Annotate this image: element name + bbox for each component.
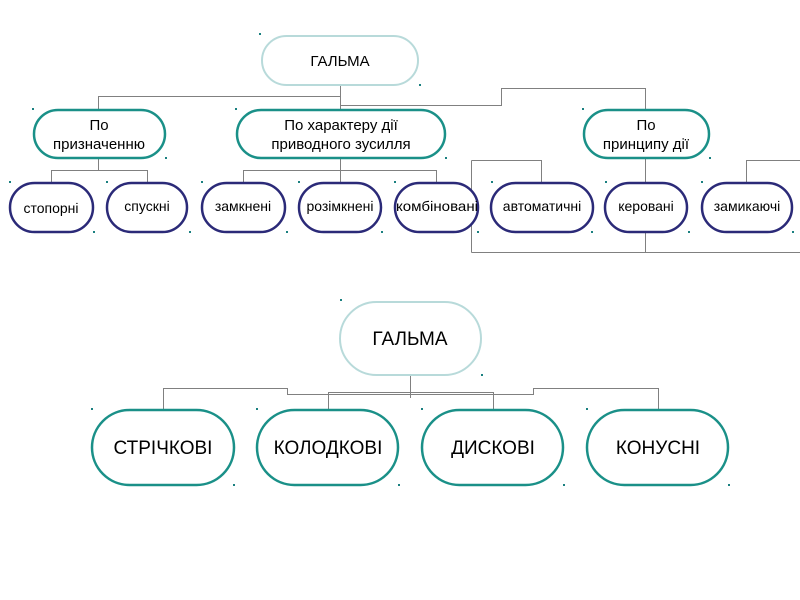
leaf-node[interactable]: керовані [603, 181, 689, 234]
leaf-label: спускні [124, 198, 169, 214]
leaf-node[interactable]: автоматичні [489, 181, 595, 234]
connector-root-to-purpose [98, 96, 341, 110]
handle-dot [286, 231, 288, 233]
leaf-shape [8, 181, 95, 234]
leaf-label: стопорні [23, 200, 78, 216]
leaf-shape [489, 181, 595, 234]
leaf-node[interactable]: комбіновані [393, 181, 480, 234]
connector-bottom-middle [328, 392, 494, 410]
handle-dot [165, 157, 167, 159]
handle-dot [728, 484, 730, 486]
leaf-label: керовані [618, 198, 674, 214]
connector-bottom-left [163, 388, 411, 410]
leaf-node[interactable]: розімкнені [297, 181, 383, 234]
type-node[interactable]: КОНУСНІ [585, 408, 730, 487]
leaf-shape [297, 181, 383, 234]
category-label-line2: принципу дії [603, 136, 690, 153]
handle-dot [582, 108, 584, 110]
handle-dot [688, 231, 690, 233]
category-label-line1: По [89, 117, 108, 134]
handle-dot [491, 181, 493, 183]
category-node-principle[interactable]: По принципу дії [582, 108, 711, 160]
bottom-root-label: ГАЛЬМА [372, 329, 447, 350]
category-node-purpose[interactable]: По призначенню [32, 108, 167, 160]
leaf-label: замикаючі [714, 198, 780, 214]
type-shape [420, 408, 565, 487]
type-shape [255, 408, 400, 487]
leaf-node[interactable]: замикаючі [700, 181, 794, 234]
category-shape [582, 108, 711, 160]
leaf-label: замкнені [215, 198, 271, 214]
handle-dot [235, 108, 237, 110]
connector-bottom-right [410, 388, 659, 410]
leaf-shape [105, 181, 189, 234]
top-root-label: ГАЛЬМА [310, 53, 369, 70]
handle-dot [9, 181, 11, 183]
type-label: ДИСКОВІ [451, 438, 535, 459]
handle-dot [201, 181, 203, 183]
type-label: СТРІЧКОВІ [114, 438, 213, 459]
handle-dot [421, 408, 423, 410]
leaf-label: розімкнені [306, 198, 373, 214]
top-root-node[interactable]: ГАЛЬМА [261, 35, 419, 86]
handle-dot [189, 231, 191, 233]
top-root-shape [261, 35, 419, 86]
type-shape [90, 408, 236, 487]
leaf-label: комбіновані [396, 198, 478, 214]
category-shape [235, 108, 447, 160]
connector-purpose-children [51, 158, 148, 182]
type-shape [585, 408, 730, 487]
handle-dot [93, 231, 95, 233]
bottom-connectors [163, 375, 659, 410]
leaf-node[interactable]: спускні [105, 181, 189, 234]
leaf-node[interactable]: стопорні [8, 181, 95, 234]
leaf-shape [393, 181, 480, 234]
leaf-shape [603, 181, 689, 234]
bottom-root-node[interactable]: ГАЛЬМА [339, 301, 482, 376]
handle-dot [259, 33, 261, 35]
connector-character-children [243, 158, 437, 182]
leaf-node[interactable]: замкнені [200, 181, 287, 234]
selection-handles [9, 33, 794, 486]
category-shape [32, 108, 167, 160]
handle-dot [481, 374, 483, 376]
handle-dot [381, 231, 383, 233]
handle-dot [419, 84, 421, 86]
handle-dot [233, 484, 235, 486]
leaf-shape [700, 181, 794, 234]
type-node[interactable]: СТРІЧКОВІ [90, 408, 236, 487]
category-label-line1: По [636, 117, 655, 134]
handle-dot [477, 231, 479, 233]
handle-dot [298, 181, 300, 183]
type-label: КОНУСНІ [616, 438, 700, 459]
type-label: КОЛОДКОВІ [274, 438, 383, 459]
category-label-line1: По характеру дії [284, 117, 398, 134]
handle-dot [394, 181, 396, 183]
bottom-root-shape [339, 301, 482, 376]
handle-dot [563, 484, 565, 486]
category-label-line2: приводного зусилля [271, 136, 410, 153]
type-node[interactable]: ДИСКОВІ [420, 408, 565, 487]
connector-root-to-principle [340, 88, 646, 110]
handle-dot [398, 484, 400, 486]
handle-dot [792, 231, 794, 233]
handle-dot [701, 181, 703, 183]
handle-dot [586, 408, 588, 410]
handle-dot [605, 181, 607, 183]
handle-dot [709, 157, 711, 159]
handle-dot [32, 108, 34, 110]
category-node-character[interactable]: По характеру дії приводного зусилля [235, 108, 447, 160]
handle-dot [591, 231, 593, 233]
handle-dot [91, 408, 93, 410]
type-node[interactable]: КОЛОДКОВІ [255, 408, 400, 487]
handle-dot [340, 299, 342, 301]
handle-dot [445, 157, 447, 159]
handle-dot [256, 408, 258, 410]
leaf-label: автоматичні [503, 198, 581, 214]
handle-dot [106, 181, 108, 183]
leaf-shape [200, 181, 287, 234]
category-label-line2: призначенню [53, 136, 145, 153]
